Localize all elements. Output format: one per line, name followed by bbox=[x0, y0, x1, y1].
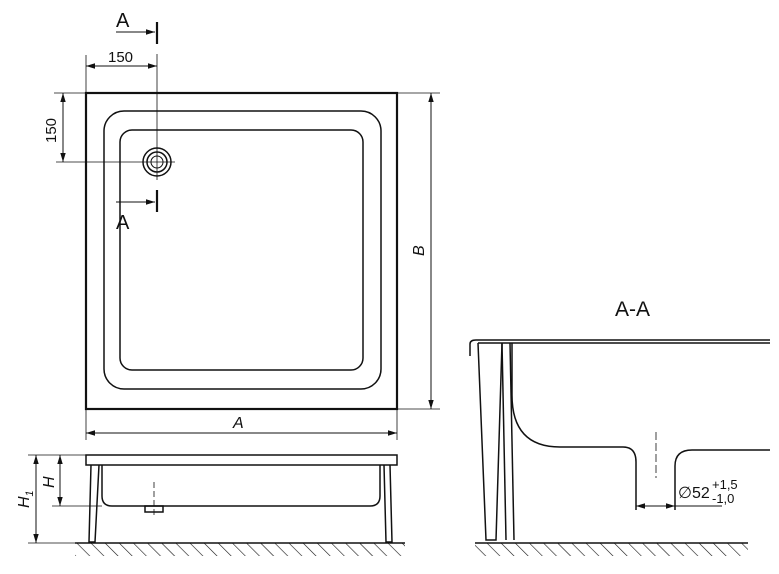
dim-drain-diameter-label: ∅52 bbox=[678, 485, 710, 502]
section-leg bbox=[477, 342, 503, 541]
section-view: A-A ∅52 +1,5 -1,0 bbox=[469, 298, 770, 556]
section-title: A-A bbox=[615, 298, 650, 321]
section-rim bbox=[469, 339, 770, 356]
front-view: H H1 bbox=[16, 454, 405, 556]
dim-height-h-label: H bbox=[41, 476, 58, 488]
dim-vertical-150: 150 bbox=[43, 92, 86, 162]
dim-drain-tolerance-upper: +1,5 bbox=[712, 477, 738, 492]
dim-drain-diameter: ∅52 +1,5 -1,0 bbox=[636, 477, 738, 509]
drain-plan bbox=[56, 54, 175, 180]
ground-hatch-front bbox=[75, 543, 405, 556]
section-marker-top: A bbox=[116, 10, 159, 44]
tray-basin bbox=[119, 129, 364, 371]
dim-drain-tolerance-lower: -1,0 bbox=[712, 491, 734, 506]
leg-right bbox=[383, 464, 393, 543]
dim-height-h1-subscript: 1 bbox=[24, 490, 36, 496]
plan-view: A A 150 150 B bbox=[43, 10, 440, 440]
dim-width-a: A bbox=[85, 409, 398, 440]
section-letter-bottom: A bbox=[116, 212, 130, 234]
dim-horizontal-150: 150 bbox=[85, 49, 157, 93]
dim-width-a-label: A bbox=[232, 415, 244, 432]
dim-vertical-150-label: 150 bbox=[43, 118, 60, 143]
section-basin-profile bbox=[511, 343, 637, 510]
tray-rim-inner bbox=[103, 110, 382, 390]
section-marker-bottom: A bbox=[116, 190, 159, 234]
tray-outline bbox=[84, 91, 399, 411]
leg-left bbox=[88, 464, 100, 543]
dim-depth-b: B bbox=[397, 92, 440, 410]
dim-height-h1-label: H1 bbox=[16, 490, 36, 508]
basin-front bbox=[101, 465, 381, 507]
dim-depth-b-label: B bbox=[411, 245, 428, 256]
dim-horizontal-150-label: 150 bbox=[108, 49, 133, 66]
tray-rim-front bbox=[85, 454, 398, 466]
dim-height-h1: H1 bbox=[16, 454, 75, 544]
section-letter-top: A bbox=[116, 10, 130, 32]
ground-hatch-section bbox=[475, 543, 748, 556]
dim-height-h: H bbox=[41, 454, 102, 507]
